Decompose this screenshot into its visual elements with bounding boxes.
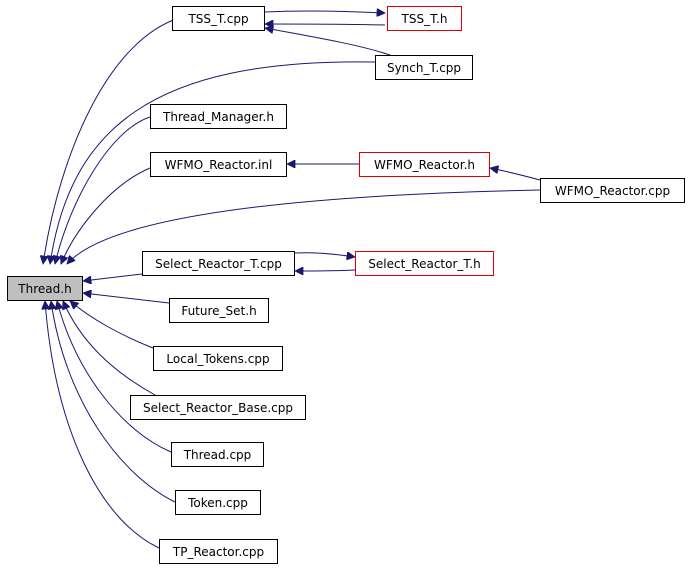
node-select-reactor-base-cpp[interactable]: Select_Reactor_Base.cpp: [130, 395, 306, 420]
edge-tp-reactor-cpp-to-thread-h: [45, 301, 160, 549]
edge-tss-t-cpp-to-tss-t-h: [264, 11, 385, 13]
edge-local-tokens-cpp-to-thread-h: [70, 301, 154, 349]
node-token-cpp[interactable]: Token.cpp: [175, 490, 261, 515]
node-tp-reactor-cpp[interactable]: TP_Reactor.cpp: [159, 539, 278, 564]
node-thread-cpp[interactable]: Thread.cpp: [171, 442, 264, 467]
node-thread-manager-h[interactable]: Thread_Manager.h: [150, 104, 287, 129]
edge-thread-manager-h-to-thread-h: [55, 116, 151, 264]
node-future-set-h[interactable]: Future_Set.h: [169, 298, 269, 323]
edge-select-reactor-base-cpp-to-thread-h: [63, 301, 156, 396]
edge-wfmo-reactor-inl-to-thread-h: [61, 167, 151, 264]
node-select-reactor-t-cpp[interactable]: Select_Reactor_T.cpp: [142, 251, 295, 276]
node-tss-t-h[interactable]: TSS_T.h: [387, 6, 462, 31]
edge-select-reactor-t-cpp-to-thread-h: [83, 273, 143, 281]
node-wfmo-reactor-inl[interactable]: WFMO_Reactor.inl: [150, 152, 287, 177]
edge-thread-cpp-to-thread-h: [57, 301, 172, 453]
node-synch-t-cpp[interactable]: Synch_T.cpp: [375, 55, 473, 80]
edge-tss-t-cpp-to-thread-h: [43, 17, 180, 264]
edge-synch-t-cpp-to-tss-t-cpp: [265, 28, 391, 56]
node-tss-t-cpp[interactable]: TSS_T.cpp: [172, 6, 265, 31]
edge-select-reactor-t-cpp-to-select-reactor-t-h: [294, 253, 355, 257]
edge-synch-t-cpp-to-thread-h: [50, 61, 376, 264]
node-select-reactor-t-h[interactable]: Select_Reactor_T.h: [355, 251, 494, 276]
edge-select-reactor-t-h-to-select-reactor-t-cpp: [295, 270, 356, 271]
edge-token-cpp-to-thread-h: [51, 301, 176, 503]
edge-tss-t-h-to-tss-t-cpp: [265, 24, 386, 25]
node-thread-h: Thread.h: [7, 276, 83, 301]
node-wfmo-reactor-cpp[interactable]: WFMO_Reactor.cpp: [540, 178, 685, 203]
node-local-tokens-cpp[interactable]: Local_Tokens.cpp: [153, 346, 283, 371]
node-wfmo-reactor-h[interactable]: WFMO_Reactor.h: [359, 152, 490, 177]
edge-wfmo-reactor-cpp-to-thread-h: [67, 189, 541, 264]
edge-wfmo-reactor-cpp-to-wfmo-reactor-h: [490, 168, 541, 181]
edge-future-set-h-to-thread-h: [83, 293, 170, 304]
